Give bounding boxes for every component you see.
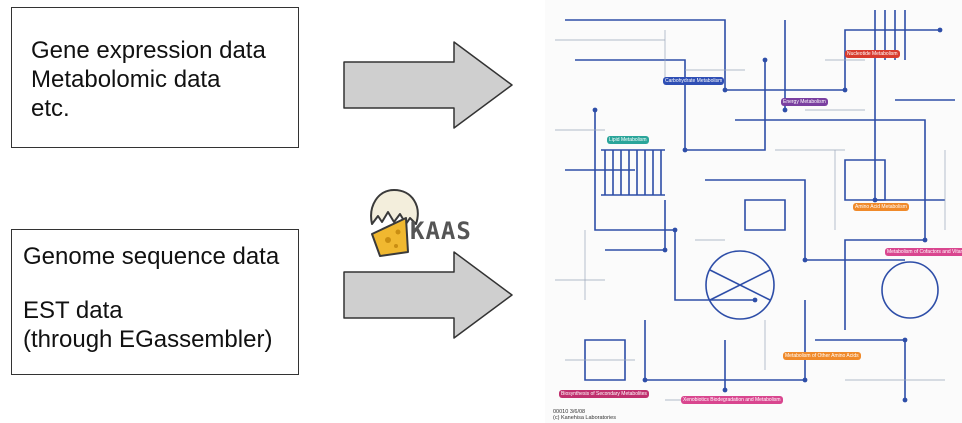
input-line: (through EGassembler) (23, 326, 273, 353)
input-line: etc. (31, 95, 70, 122)
input-line: EST data (23, 297, 123, 324)
input-line: Metabolomic data (31, 66, 221, 93)
input-line: Gene expression data (31, 37, 266, 64)
input-line: Genome sequence data (23, 243, 280, 270)
map-category-label: Biosynthesis of Secondary Metabolites (559, 390, 649, 398)
egg-cheese-icon (370, 189, 419, 257)
map-category-label: Nucleotide Metabolism (845, 50, 900, 58)
map-category-label: Carbohydrate Metabolism (663, 77, 725, 85)
kaas-logo: KAAS (366, 184, 496, 264)
metabolic-pathway-map: Carbohydrate Metabolism Nucleotide Metab… (545, 0, 962, 423)
map-footer-code: 00010 3/6/08 (553, 409, 586, 415)
map-category-label: Energy Metabolism (781, 98, 828, 106)
map-category-label: Lipid Metabolism (607, 136, 649, 144)
map-category-label: Metabolism of Other Amino Acids (783, 352, 861, 360)
omics-data-input-box: Gene expression data Metabolomic data et… (11, 7, 299, 148)
map-footer-lab: (c) Kanehisa Laboratories (553, 415, 616, 421)
map-category-label: Amino Acid Metabolism (853, 203, 909, 211)
right-arrow-icon (343, 41, 513, 129)
map-category-label: Xenobiotics Biodegradation and Metabolis… (681, 396, 783, 404)
pathway-network (555, 10, 955, 403)
sequence-data-input-box: Genome sequence data EST data (through E… (11, 229, 299, 375)
map-category-label: Metabolism of Cofactors and Vitamins (885, 248, 962, 256)
right-arrow-icon (343, 251, 513, 339)
map-footer: 00010 3/6/08 (c) Kanehisa Laboratories (553, 409, 616, 421)
kaas-logo-text: KAAS (410, 217, 472, 245)
